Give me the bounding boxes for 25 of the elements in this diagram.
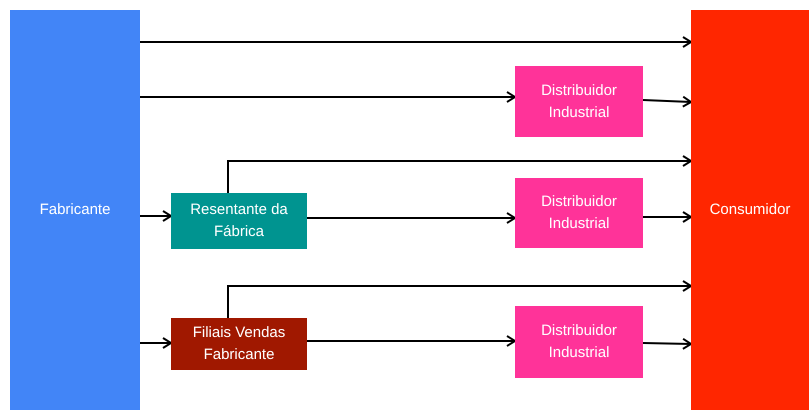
arrow (140, 91, 516, 103)
arrow (642, 96, 692, 108)
node-label: Consumidor (710, 200, 790, 220)
node-label: Filiais Vendas Fabricante (192, 323, 286, 365)
node-label: Fabricante (40, 200, 110, 220)
process-box (171, 318, 307, 370)
arrow (227, 280, 692, 318)
arrow (307, 212, 516, 224)
arrow (140, 210, 172, 222)
arrow (227, 155, 692, 193)
arrow (140, 36, 692, 48)
manufacturer-bar (10, 10, 140, 410)
consumer-bar (691, 10, 809, 410)
process-box (515, 66, 643, 137)
node-label: Distribuidor Industrial (540, 192, 618, 234)
process-box (171, 193, 307, 249)
node-label: Resentante da Fábrica (189, 200, 289, 242)
process-box (515, 178, 643, 248)
node-label: Distribuidor Industrial (540, 321, 618, 363)
arrow (140, 337, 172, 349)
arrow (307, 335, 516, 347)
arrow (643, 211, 692, 223)
arrow (642, 338, 692, 350)
node-label: Distribuidor Industrial (540, 80, 618, 122)
process-box (515, 306, 643, 378)
